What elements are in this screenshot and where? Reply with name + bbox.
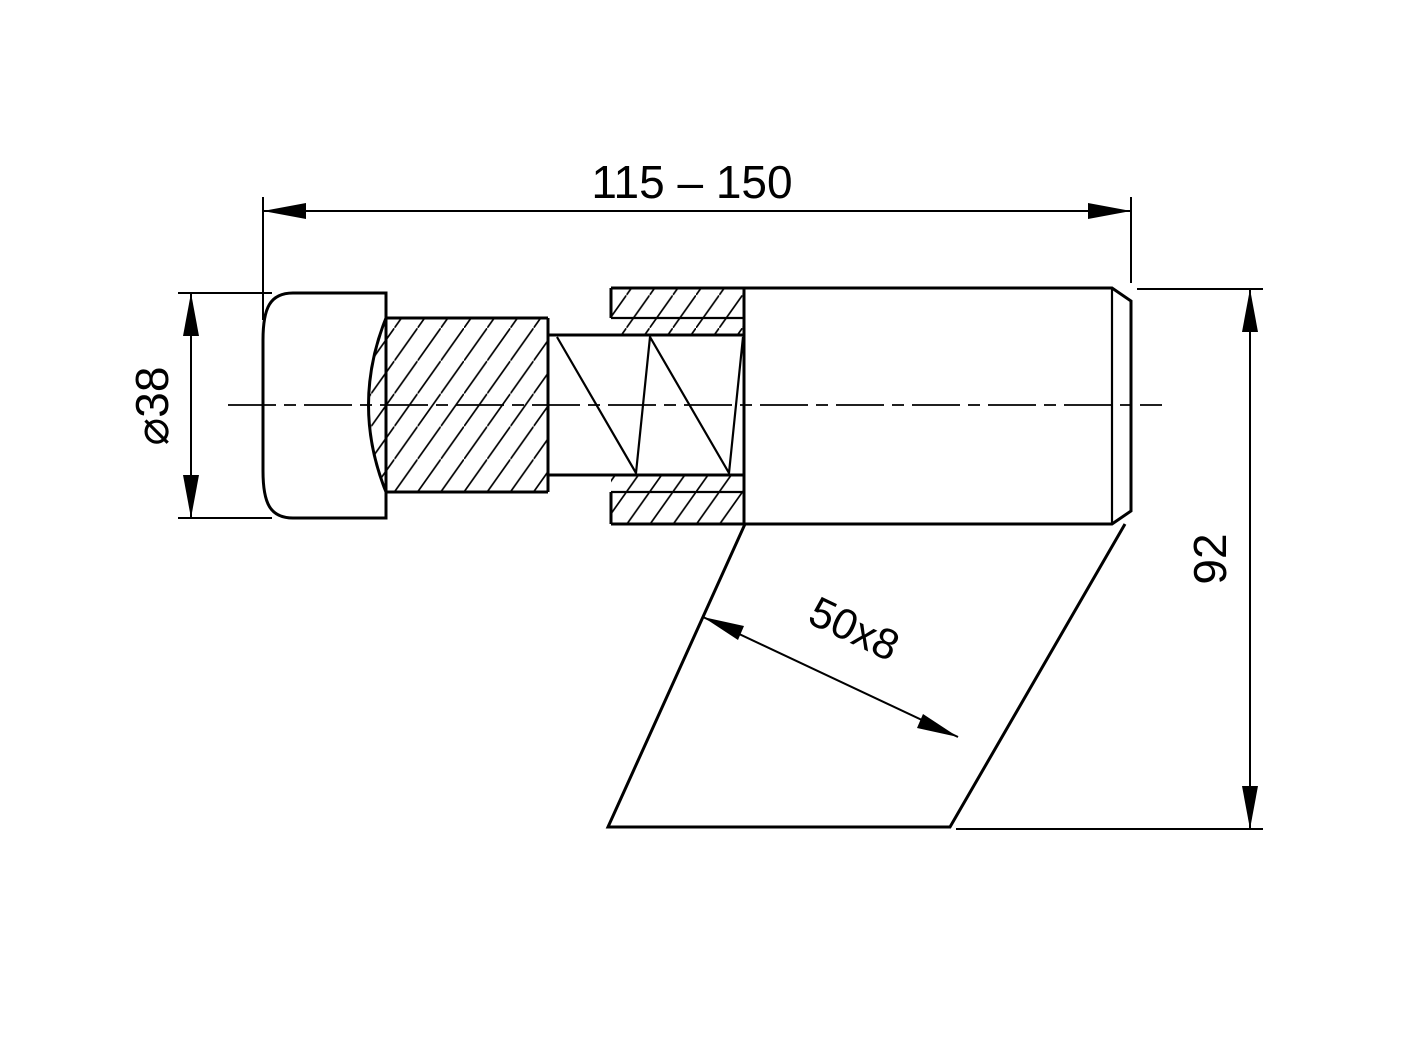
sleeve-top-wall-hatch	[611, 289, 744, 334]
arrowhead-icon	[263, 203, 306, 219]
end-cap-profile	[261, 291, 388, 520]
arrowhead-icon	[1242, 289, 1258, 332]
cylinder-body	[609, 286, 1133, 526]
arrowhead-icon	[1088, 203, 1131, 219]
section-hatching	[368, 289, 744, 523]
thread-zigzag	[556, 333, 745, 477]
dimension-line	[702, 616, 959, 738]
arrowhead-icon	[703, 617, 744, 640]
blade-outline	[605, 523, 1127, 829]
blade-profile	[605, 523, 1127, 829]
arrowhead-icon	[917, 714, 958, 737]
cylinder-outline	[611, 286, 1133, 526]
dimension-blade-section: 50x8	[702, 588, 959, 738]
dimension-overall-height: 92	[956, 288, 1263, 830]
dimension-cap-diameter: ⌀38	[126, 292, 272, 519]
arrowhead-icon	[1242, 786, 1258, 829]
end-cap-outline	[261, 291, 388, 520]
sleeve-bottom-wall-hatch	[611, 476, 744, 523]
dim-blade-label: 50x8	[802, 588, 907, 671]
arrowhead-icon	[183, 293, 199, 336]
cap-stud-fillet-curve	[367, 317, 388, 493]
stud-hatch-area	[368, 318, 548, 492]
arrowhead-icon	[183, 475, 199, 518]
dim-diameter-label: ⌀38	[126, 367, 178, 446]
dim-height-label: 92	[1184, 533, 1236, 584]
dimension-overall-length: 115 – 150	[262, 156, 1132, 320]
dim-length-label: 115 – 150	[591, 156, 792, 208]
